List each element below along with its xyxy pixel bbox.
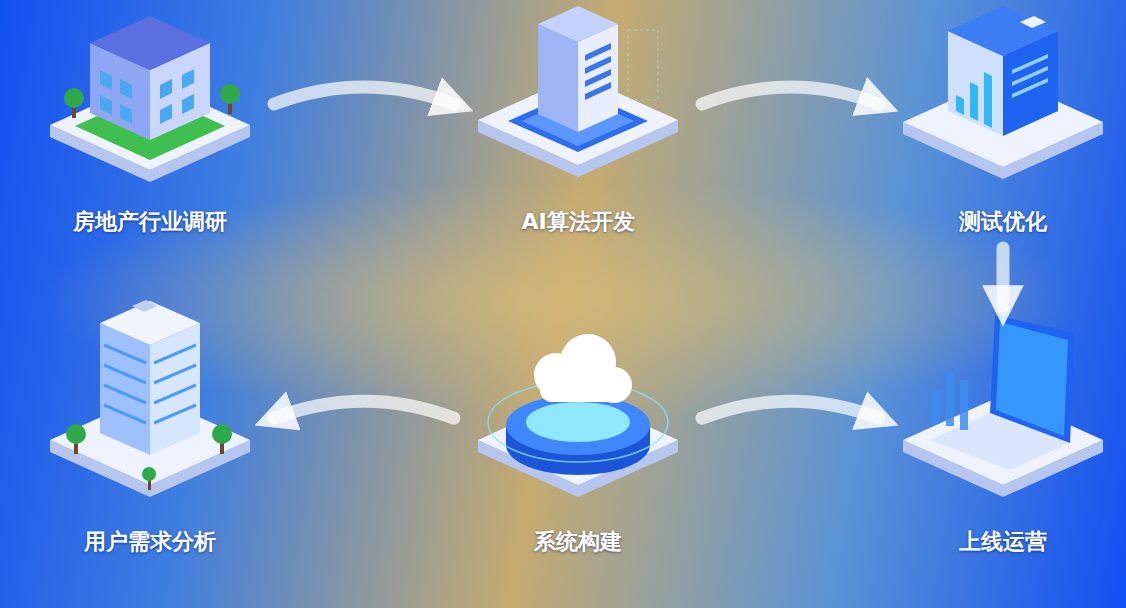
flow-arrow	[702, 87, 879, 104]
building-icon	[50, 16, 250, 182]
step-label: 系统构建	[468, 528, 688, 556]
cloud-icon	[478, 334, 678, 497]
step-node: 房地产行业调研	[40, 4, 260, 242]
step-label: 用户需求分析	[40, 528, 260, 556]
flow-arrow	[274, 87, 454, 104]
flow-arrow	[997, 248, 1010, 306]
server-icon	[478, 6, 678, 177]
step-node: 上线运营	[893, 314, 1113, 562]
laptop-icon	[903, 315, 1103, 497]
step-node: 用户需求分析	[40, 314, 260, 562]
flow-arrow	[702, 401, 879, 418]
step-node: 系统构建	[468, 314, 688, 562]
step-label: 上线运营	[893, 528, 1113, 556]
step-node: 测试优化	[893, 4, 1113, 242]
chart-cube-icon	[903, 6, 1103, 179]
step-label: 房地产行业调研	[40, 208, 260, 236]
step-label: 测试优化	[893, 208, 1113, 236]
tower-icon	[50, 300, 250, 497]
step-node: AI算法开发	[468, 4, 688, 242]
flow-arrow	[274, 401, 454, 418]
step-label: AI算法开发	[468, 208, 688, 236]
